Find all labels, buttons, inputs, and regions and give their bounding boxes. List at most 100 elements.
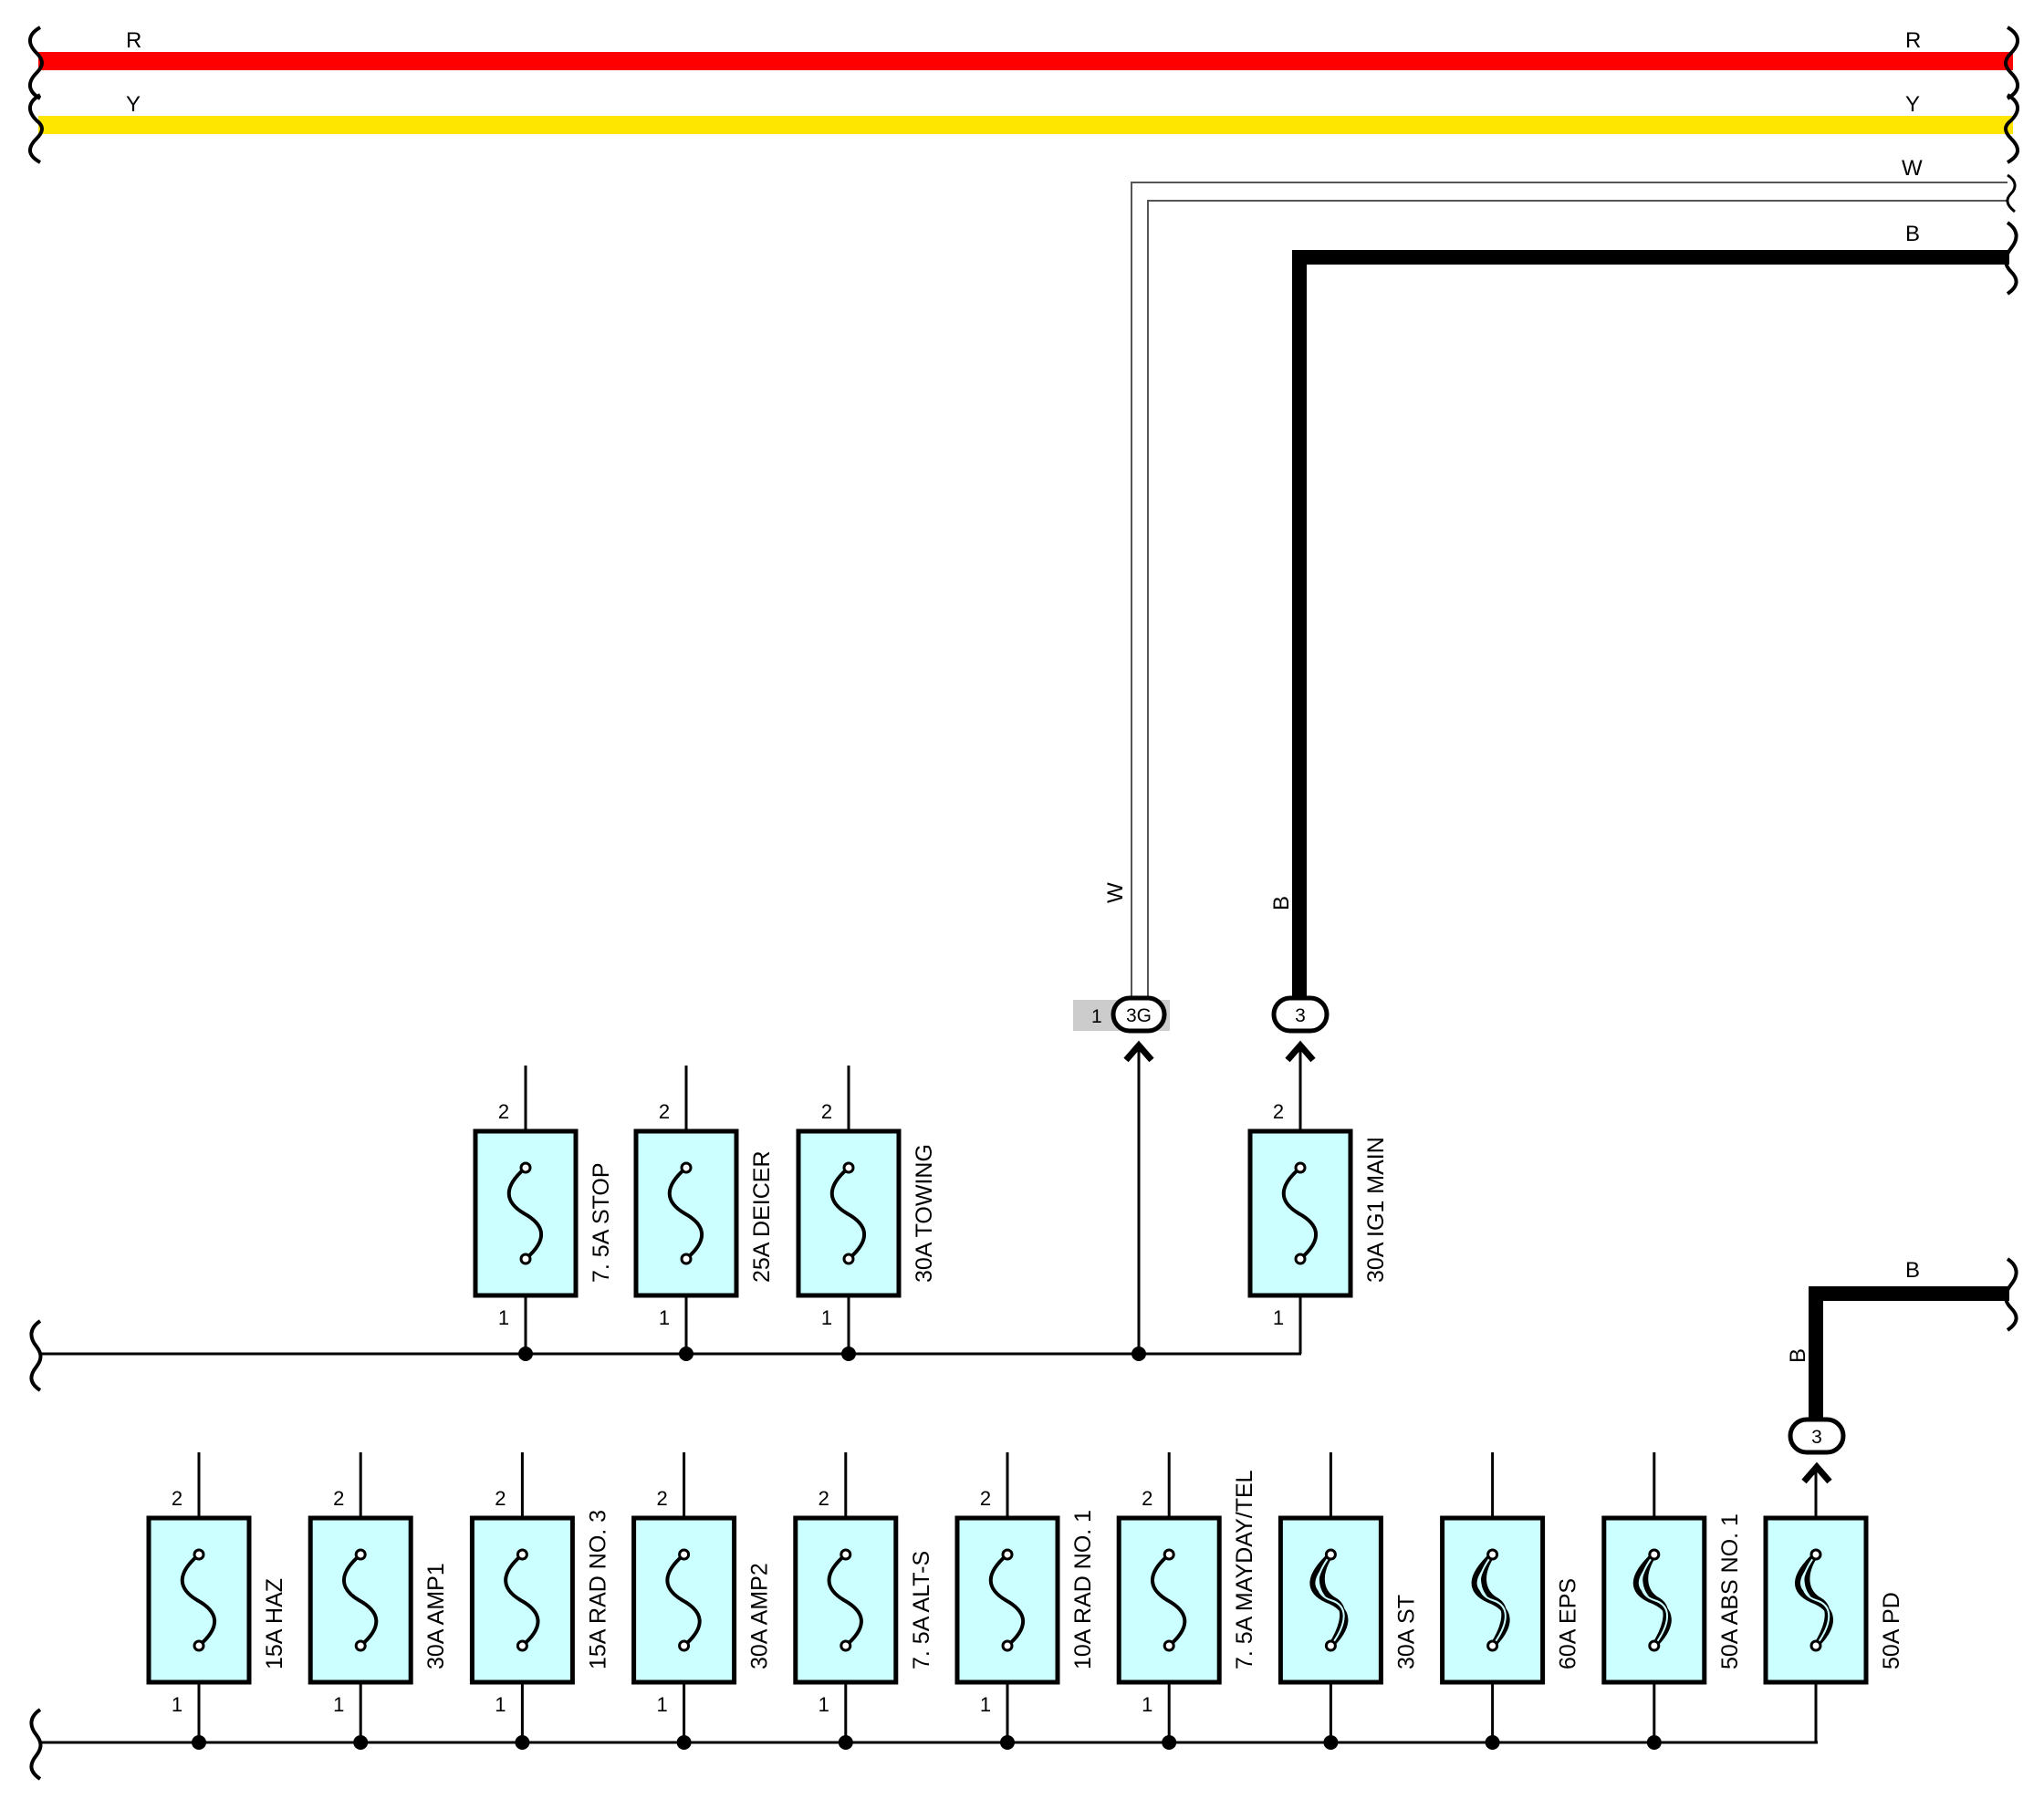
- fuse-pin-top: 2: [656, 1487, 667, 1510]
- fuse-element-icon: [1151, 1548, 1187, 1652]
- black-wire-pd: B B: [1786, 1257, 2018, 1418]
- connector-ig1-chevron-icon: [1285, 1040, 1316, 1063]
- black-wire-pd-label-vertical: B: [1786, 1348, 1810, 1363]
- junction-dot: [676, 1735, 692, 1750]
- fuse-pin-bottom: 1: [498, 1306, 509, 1329]
- junction-dot: [518, 1347, 533, 1361]
- fuse-label: 60A EPS: [1556, 1578, 1581, 1669]
- fuse-label: 50A PD: [1879, 1592, 1904, 1669]
- fuse-pin-bottom: 1: [819, 1693, 829, 1716]
- junction-dot: [1485, 1735, 1500, 1750]
- connector-ig1: 3: [1271, 995, 1330, 1128]
- junction-dot: [838, 1735, 853, 1750]
- fuse-label: 15A RAD NO. 3: [585, 1510, 610, 1669]
- fuse-element-icon: [180, 1548, 217, 1652]
- fuse-pin-top: 2: [659, 1100, 670, 1123]
- fuse-label: 15A HAZ: [262, 1578, 287, 1669]
- fuse-body: [308, 1515, 413, 1685]
- fuse-pin-bottom: 1: [1142, 1693, 1152, 1716]
- junction-dot: [841, 1347, 856, 1361]
- junction-dot: [1646, 1735, 1662, 1750]
- red-wire-label-left: R: [126, 28, 141, 53]
- white-wire-label-top: W: [1902, 156, 1923, 181]
- fuse-label: 30A AMP2: [747, 1563, 773, 1669]
- fuse-label: 30A AMP1: [423, 1563, 449, 1669]
- yellow-wire-label-left: Y: [126, 92, 141, 117]
- black-wire-label-vertical: B: [1269, 896, 1294, 910]
- white-wire-label-vertical: W: [1103, 882, 1128, 903]
- connector-pd-chevron-icon: [1801, 1461, 1832, 1484]
- junction-dot: [1323, 1735, 1339, 1750]
- fuse-element-icon: [829, 1161, 867, 1265]
- red-wire: R R: [28, 26, 2019, 100]
- fuse-30a-towing: 2 1 30A TOWING: [796, 1066, 937, 1361]
- connector-3g-pin: 1: [1091, 1006, 1102, 1027]
- fuse-pin-bottom: 1: [1273, 1306, 1284, 1329]
- connector-3g: 1 3G: [1073, 995, 1170, 1354]
- fuse-7-5a-alt-s: 217. 5A ALT-S: [793, 1452, 934, 1750]
- fuse-10a-rad-no-1: 2 1 10A RAD NO. 1: [954, 1452, 1096, 1750]
- black-wire-ig1: B B: [1269, 221, 2018, 996]
- fuse-pin-bottom: 1: [980, 1693, 991, 1716]
- fuse-pin-top: 2: [1273, 1100, 1284, 1123]
- fuse-label: 7. 5A STOP: [589, 1162, 614, 1283]
- fuse-50a-abs-no-1: 50A ABS NO. 1: [1601, 1452, 1743, 1750]
- fuse-element-icon: [342, 1548, 379, 1652]
- junction-dot: [1132, 1347, 1146, 1361]
- fusible-link-icon: [1309, 1548, 1349, 1652]
- connector-3g-name: 3G: [1126, 1005, 1152, 1026]
- fuse-element-icon: [988, 1548, 1026, 1652]
- connector-pd: 3: [1788, 1417, 1846, 1484]
- junction-dot: [515, 1735, 530, 1750]
- black-wire-pd-label-top: B: [1905, 1258, 1920, 1283]
- fuse-element-icon: [1281, 1161, 1319, 1265]
- fuse-element-icon: [506, 1161, 544, 1265]
- fuse-pin-top: 2: [821, 1100, 832, 1123]
- fuse-pin-top: 2: [1142, 1487, 1152, 1510]
- fuse-pin-top: 2: [333, 1487, 344, 1510]
- fuse-body: [631, 1515, 737, 1685]
- fuse-pin-top: 2: [172, 1487, 182, 1510]
- fuse-30a-ig1-main: 2 1 30A IG1 MAIN: [1247, 1047, 1389, 1354]
- fuse-50a-pd: 50A PD: [1763, 1469, 1904, 1742]
- fuse-pin-bottom: 1: [821, 1306, 832, 1329]
- junction-dot: [1000, 1735, 1015, 1750]
- fuse-label: 7. 5A MAYDAY/TEL: [1232, 1470, 1257, 1669]
- fusible-link-icon: [1632, 1548, 1672, 1652]
- fuse-pin-top: 2: [980, 1487, 991, 1510]
- connector-pd-number: 3: [1811, 1427, 1822, 1448]
- fuse-pin-bottom: 1: [495, 1693, 506, 1716]
- junction-dot: [353, 1735, 369, 1750]
- fuse-7-5a-stop: 217. 5A STOP: [473, 1066, 614, 1361]
- fuse-element-icon: [665, 1548, 702, 1652]
- red-wire-label-right: R: [1905, 28, 1921, 53]
- black-wire-label-top: B: [1905, 222, 1920, 246]
- fuse-pin-top: 2: [495, 1487, 506, 1510]
- yellow-wire: Y Y: [28, 92, 2019, 164]
- connector-3g-chevron-icon: [1123, 1040, 1154, 1063]
- junction-dot: [1162, 1735, 1177, 1750]
- fuse-label: 30A IG1 MAIN: [1363, 1137, 1389, 1283]
- fuse-label: 7. 5A ALT-S: [909, 1551, 934, 1669]
- fuse-label: 30A TOWING: [912, 1144, 937, 1283]
- fuse-30a-st: 30A ST: [1278, 1452, 1419, 1750]
- fuse-label: 10A RAD NO. 1: [1070, 1510, 1096, 1669]
- fuse-15a-rad-no-3: 2 1 15A RAD NO. 3: [469, 1452, 610, 1750]
- fuse-element-icon: [667, 1161, 704, 1265]
- fusible-link-icon: [1795, 1548, 1833, 1652]
- junction-dot: [679, 1347, 694, 1361]
- junction-dot: [192, 1735, 206, 1750]
- fuse-element-icon: [827, 1548, 863, 1652]
- white-wire: W W: [1103, 156, 2017, 1005]
- fuse-pin-bottom: 1: [659, 1306, 670, 1329]
- fusible-link-icon: [1471, 1548, 1510, 1652]
- fuse-label: 25A DEICER: [749, 1150, 775, 1283]
- bottom-bus-line: [29, 1708, 1818, 1781]
- fuse-7-5a-mayday-tel: 2 1 7. 5A MAYDAY/TEL: [1116, 1452, 1257, 1750]
- fuse-element-icon: [504, 1548, 540, 1652]
